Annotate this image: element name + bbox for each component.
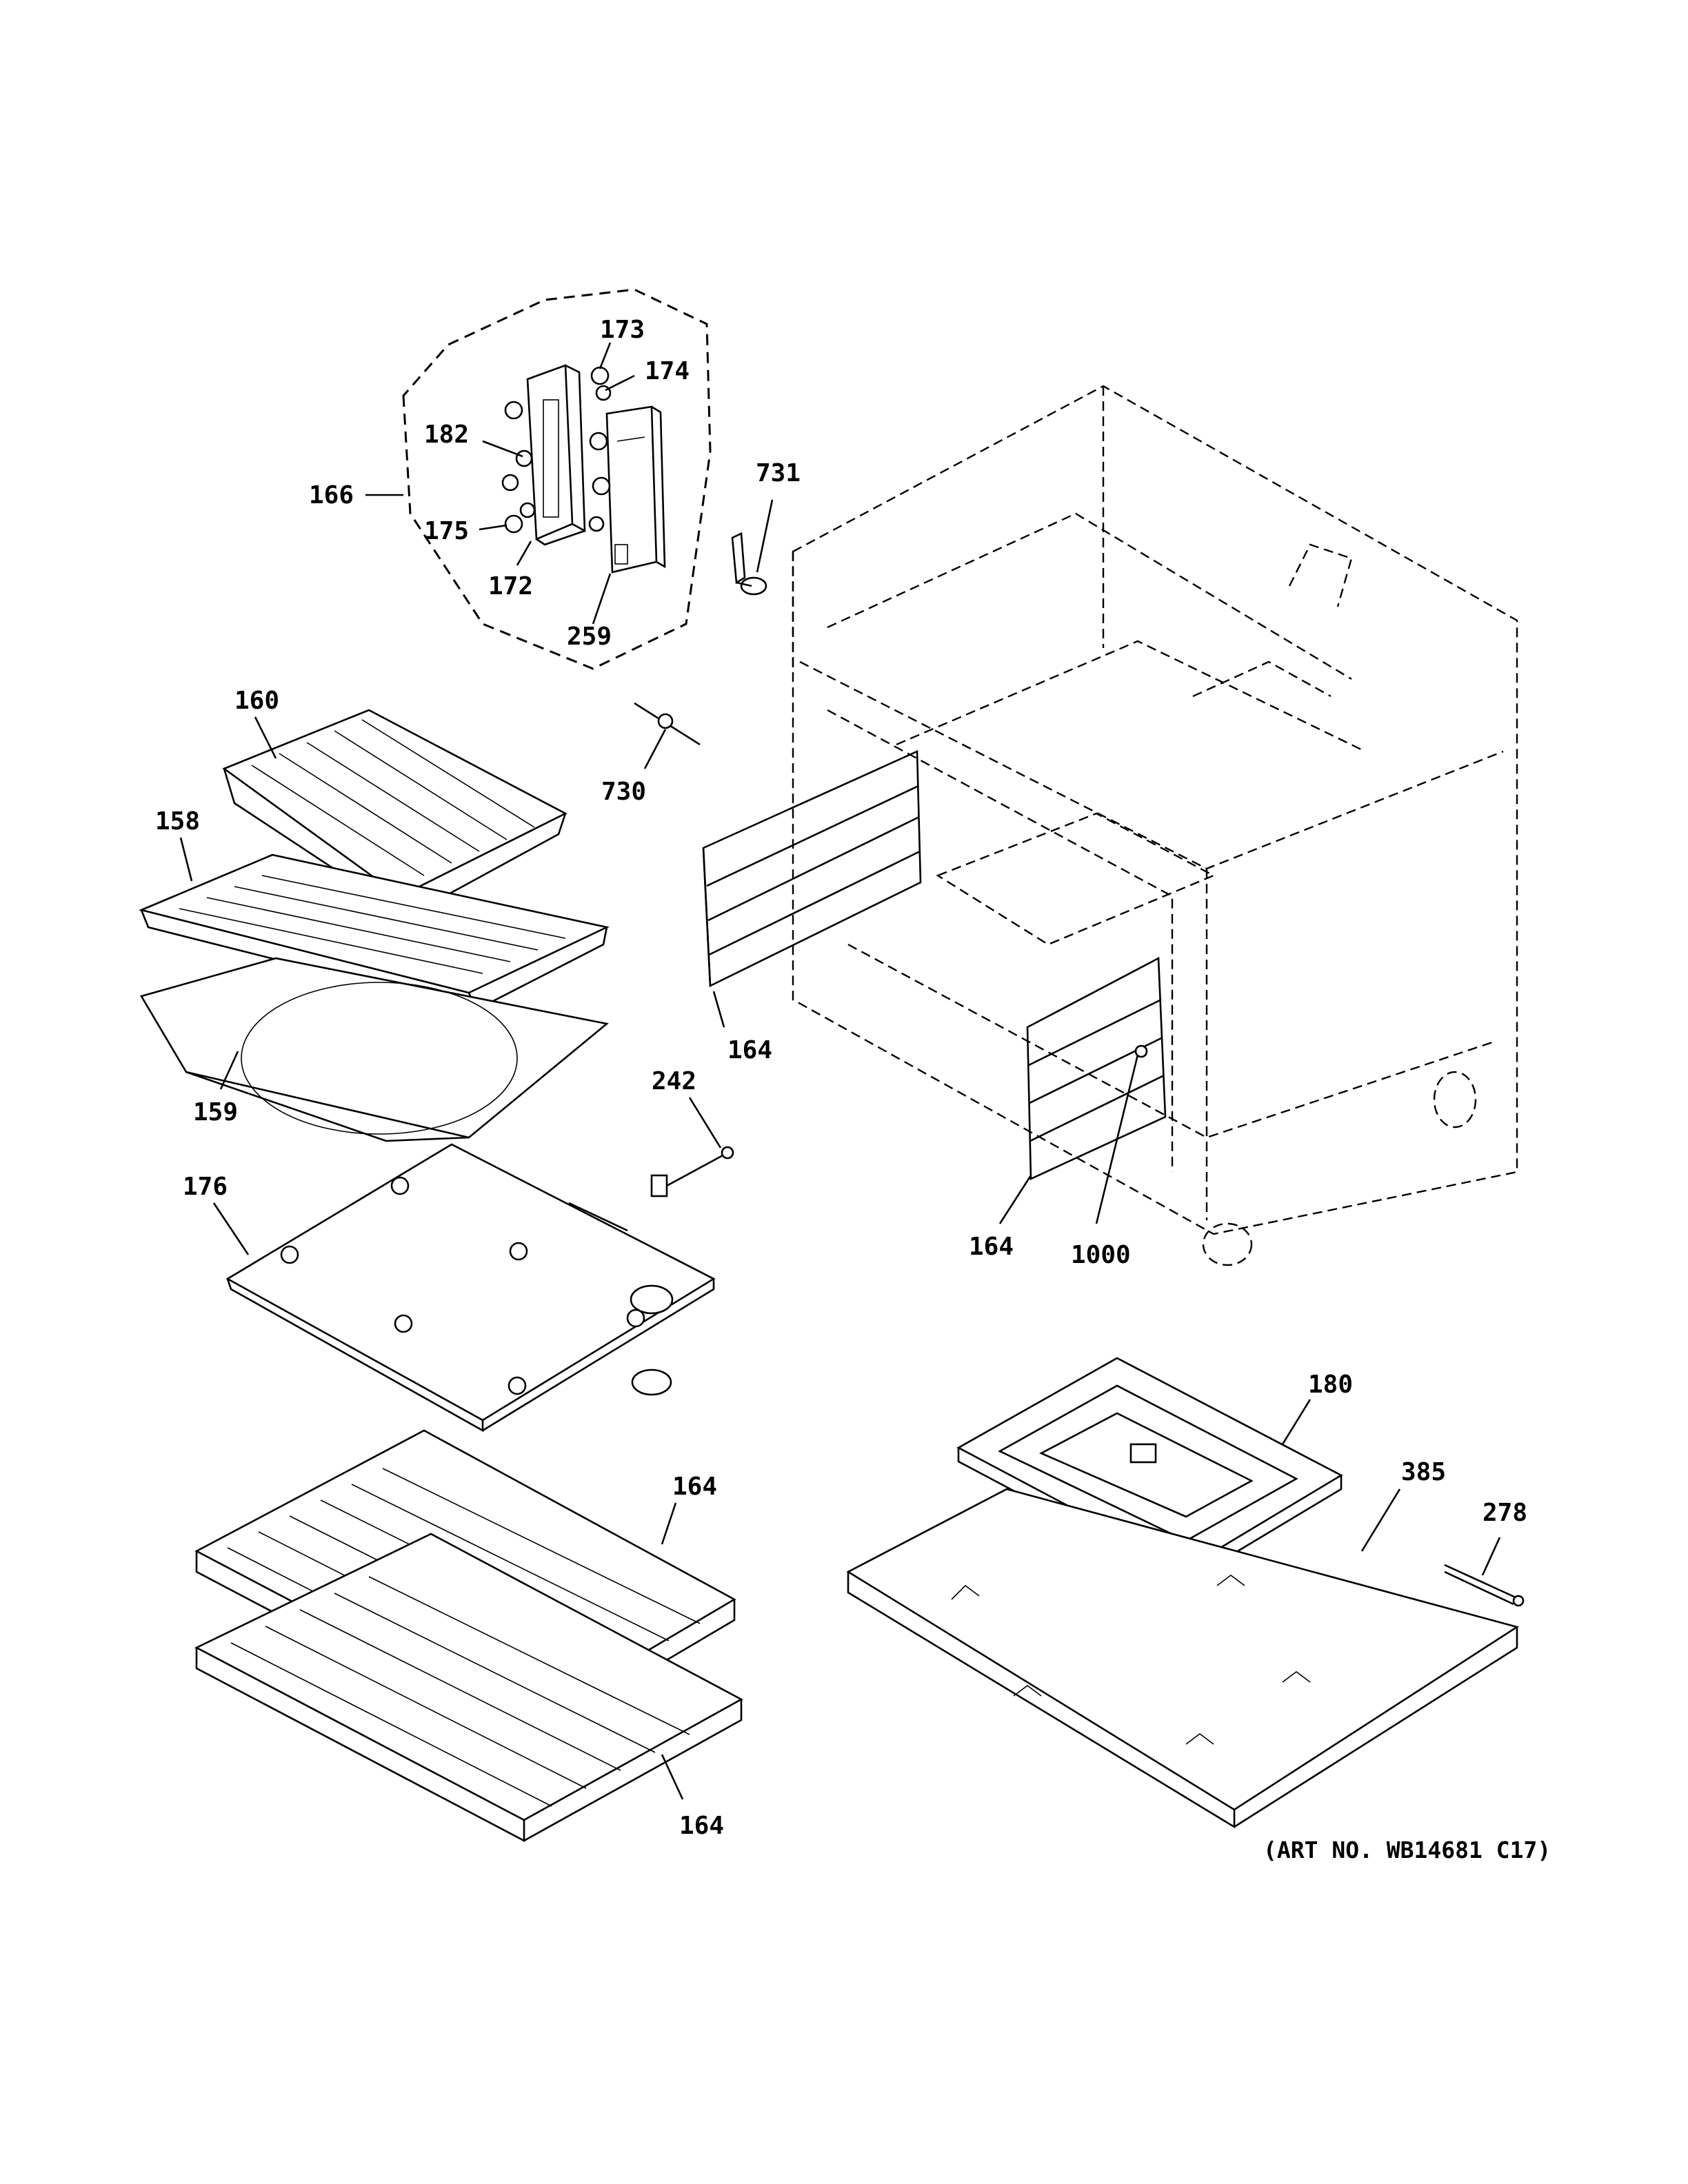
callout-173: 173 xyxy=(600,316,645,344)
art-number: (ART NO. WB14681 C17) xyxy=(1263,1837,1551,1863)
callout-385: 385 xyxy=(1401,1458,1446,1486)
hinge-bracket-172 xyxy=(526,364,586,546)
callout-175: 175 xyxy=(424,517,469,545)
callout-242: 242 xyxy=(652,1067,696,1095)
probe-730 xyxy=(634,702,701,746)
callout-158: 158 xyxy=(155,807,200,836)
callout-731: 731 xyxy=(756,459,801,487)
callout-164-rack-bottom: 164 xyxy=(679,1812,724,1840)
callout-174: 174 xyxy=(645,357,690,385)
side-rack-support-left-164 xyxy=(702,750,922,988)
callout-1000: 1000 xyxy=(1071,1241,1131,1269)
callout-166: 166 xyxy=(309,481,354,509)
callout-160: 160 xyxy=(234,687,279,715)
oven-cavity-body xyxy=(792,385,1518,1266)
callout-278: 278 xyxy=(1483,1499,1527,1527)
callout-172: 172 xyxy=(488,572,533,600)
hinge-pins-173-174 xyxy=(588,366,612,532)
callout-164-side-left: 164 xyxy=(727,1036,772,1064)
callout-182: 182 xyxy=(424,421,469,449)
bake-cover-176 xyxy=(225,1143,716,1433)
side-rack-support-right-164 xyxy=(1026,956,1167,1181)
bottom-panel-385 xyxy=(846,1488,1520,1829)
callout-180: 180 xyxy=(1308,1371,1353,1399)
callout-176: 176 xyxy=(183,1173,228,1201)
sensor-bracket-731 xyxy=(731,532,767,596)
leader-lines xyxy=(179,342,1501,1800)
sensor-242 xyxy=(650,1146,734,1197)
callout-259: 259 xyxy=(567,623,612,651)
callout-164-rack-top: 164 xyxy=(672,1473,717,1501)
rod-278 xyxy=(1444,1564,1525,1607)
callout-labels: 173 174 182 166 175 172 259 731 160 158 … xyxy=(155,316,1527,1840)
kit-166-outline xyxy=(402,288,712,670)
broil-pan-159 xyxy=(140,957,609,1142)
cover-bolts xyxy=(280,1176,645,1395)
callout-164-side-right: 164 xyxy=(969,1233,1014,1261)
callout-730: 730 xyxy=(601,778,646,806)
oven-rack-lower-164 xyxy=(194,1533,743,1843)
hinge-cover-259 xyxy=(605,405,666,574)
callout-159: 159 xyxy=(193,1098,238,1126)
